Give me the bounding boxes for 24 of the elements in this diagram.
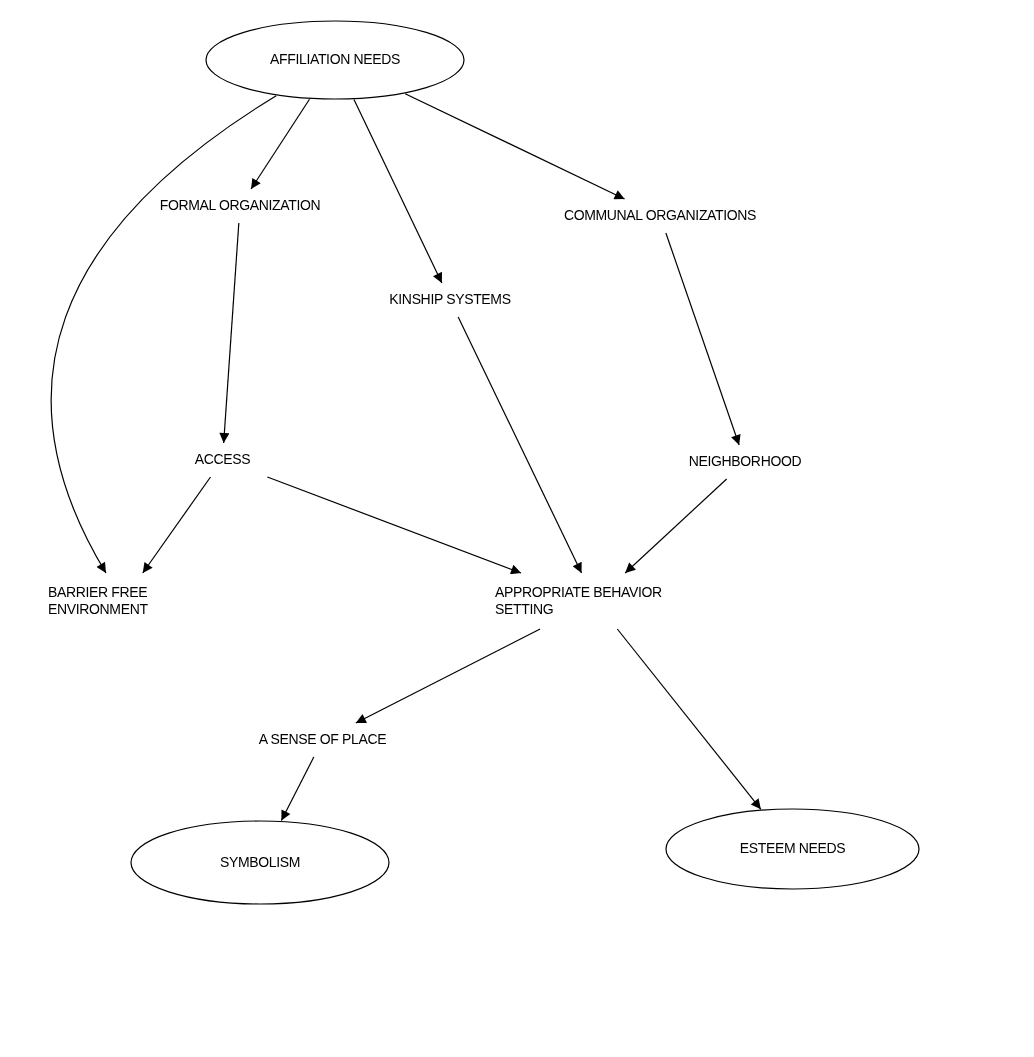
node-label: ACCESS [180, 446, 265, 474]
node-label: COMMUNAL ORGANIZATIONS [520, 202, 800, 230]
node-label: A SENSE OF PLACE [235, 726, 410, 754]
arrow [355, 628, 541, 724]
arrow [404, 93, 626, 200]
arrow [353, 98, 443, 284]
arrow [250, 98, 311, 190]
arrow [142, 476, 212, 574]
node-label: FORMAL ORGANIZATION [100, 192, 380, 220]
ellipse-node: SYMBOLISM [130, 820, 390, 905]
ellipse-node: ESTEEM NEEDS [665, 808, 920, 890]
arrow [457, 316, 583, 574]
node-label: APPROPRIATE BEHAVIOR SETTING [495, 576, 695, 626]
ellipse-node: AFFILIATION NEEDS [205, 20, 465, 100]
node-label: KINSHIP SYSTEMS [360, 286, 540, 314]
arrow [616, 628, 762, 810]
node-label: BARRIER FREE ENVIRONMENT [48, 576, 198, 626]
arrow [665, 232, 741, 446]
arrow [280, 756, 315, 822]
node-label: NEIGHBORHOOD [665, 448, 825, 476]
arrow [219, 222, 240, 444]
arrow [624, 478, 728, 574]
arrow [266, 476, 522, 575]
arrow [50, 95, 277, 574]
